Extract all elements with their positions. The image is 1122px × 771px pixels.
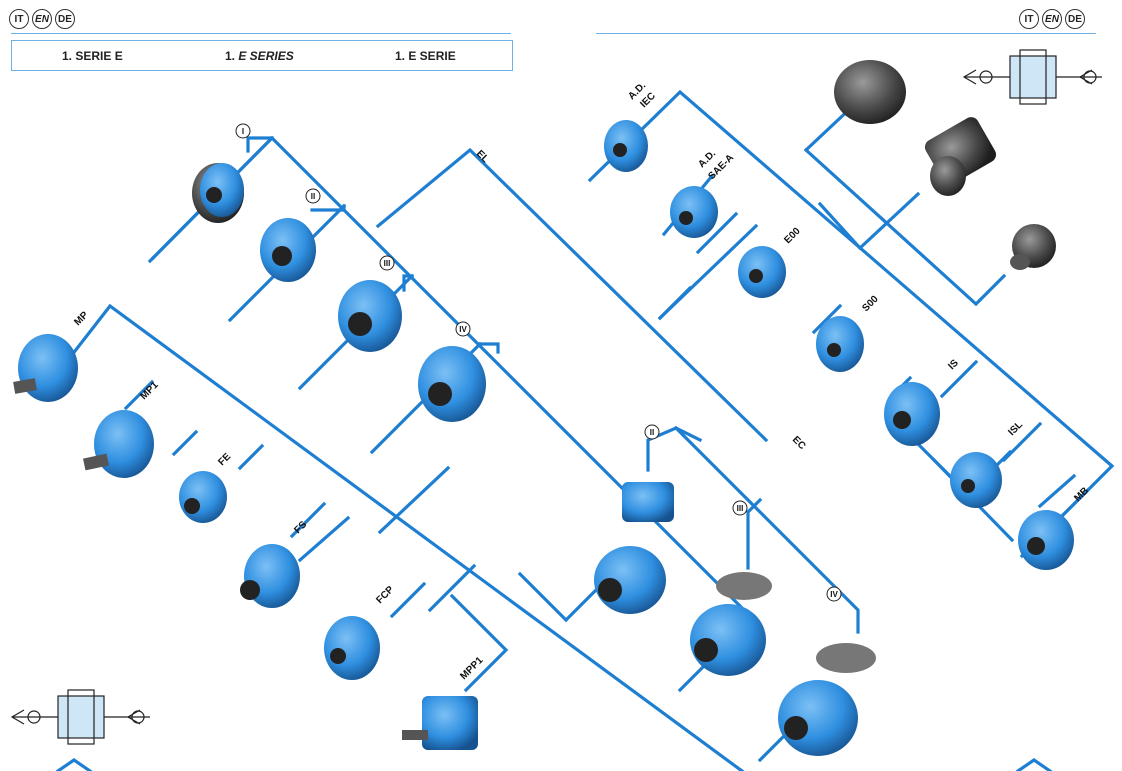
title-de: 1. E SERIE	[395, 48, 456, 63]
stage-marker-el-2: II	[305, 188, 321, 204]
language-switcher-right: IT EN DE	[1019, 9, 1085, 29]
part-s00	[816, 316, 864, 372]
part-mpp1	[402, 696, 478, 750]
part-ad-sae	[670, 186, 718, 238]
part-ec-4	[778, 643, 876, 756]
stage-marker-el-4: IV	[455, 321, 471, 337]
model-label-isl: ISL	[1006, 419, 1025, 438]
stage-label: IV	[459, 325, 467, 334]
part-mp1	[83, 410, 154, 478]
title-en-prefix: 1.	[225, 48, 239, 63]
part-small-motor	[1010, 224, 1056, 270]
model-label-mpp1: MPP1	[458, 655, 485, 682]
stage-markers: I II III IV II III IV	[235, 123, 842, 602]
part-isl	[950, 452, 1002, 508]
header-rule-left	[11, 33, 511, 34]
model-label-s00: S00	[860, 293, 881, 314]
model-label-fe: FE	[216, 451, 233, 468]
stage-marker-el-1: I	[235, 123, 251, 139]
lang-de-button[interactable]: DE	[55, 9, 75, 29]
part-el-stage-1	[192, 163, 244, 223]
part-el-stage-4	[418, 346, 486, 422]
model-label-is: IS	[946, 357, 961, 372]
lang-de-button[interactable]: DE	[1065, 9, 1085, 29]
stage-marker-ec-4: IV	[826, 586, 842, 602]
branch-label-el: EL	[474, 148, 491, 165]
stage-label: IV	[830, 590, 838, 599]
stage-marker-ec-2: II	[644, 424, 660, 440]
lang-it-button[interactable]: IT	[9, 9, 29, 29]
part-ad-iec	[604, 120, 648, 172]
stage-marker-el-3: III	[379, 255, 395, 271]
part-el-stage-3	[338, 280, 402, 352]
stage-label: II	[650, 428, 654, 437]
title-en-italic: E SERIES	[238, 48, 294, 63]
part-fe	[179, 471, 227, 523]
part-fcp	[324, 616, 380, 680]
lang-it-button[interactable]: IT	[1019, 9, 1039, 29]
series-title-bar: 1. SERIE E 1. E SERIES 1. E SERIE	[11, 40, 513, 71]
model-label-mp1: MP1	[138, 379, 161, 402]
part-e00	[738, 246, 786, 298]
header-rule-right	[596, 33, 1096, 34]
part-electric-motor	[834, 60, 906, 124]
schematic-icon-bottom-left	[10, 689, 150, 745]
title-it: 1. SERIE E	[62, 48, 123, 63]
language-switcher-left: IT EN DE	[9, 9, 75, 29]
gear-parts	[13, 60, 1074, 756]
branch-labels: EL EC	[474, 148, 808, 452]
part-ec-3	[690, 572, 772, 676]
model-label-fcp: FCP	[374, 584, 396, 606]
stage-label: II	[311, 192, 315, 201]
part-el-stage-2	[260, 218, 316, 282]
lang-en-button[interactable]: EN	[1042, 9, 1062, 29]
part-mp	[13, 334, 78, 402]
stage-label: III	[384, 259, 391, 268]
part-hydraulic-motor	[924, 117, 997, 196]
model-label-mp: MP	[72, 310, 91, 329]
part-is	[884, 382, 940, 446]
part-mb	[1018, 510, 1074, 570]
stage-label: III	[737, 504, 744, 513]
part-fs	[240, 544, 300, 608]
title-en: 1. E SERIES	[225, 49, 294, 63]
model-label-e00: E00	[782, 225, 803, 246]
schematic-icon-top-right	[962, 49, 1102, 105]
part-ec-2	[594, 482, 674, 614]
lang-en-button[interactable]: EN	[32, 9, 52, 29]
branch-label-ec: EC	[790, 434, 808, 452]
stage-marker-ec-3: III	[732, 500, 748, 516]
stage-label: I	[242, 127, 244, 136]
